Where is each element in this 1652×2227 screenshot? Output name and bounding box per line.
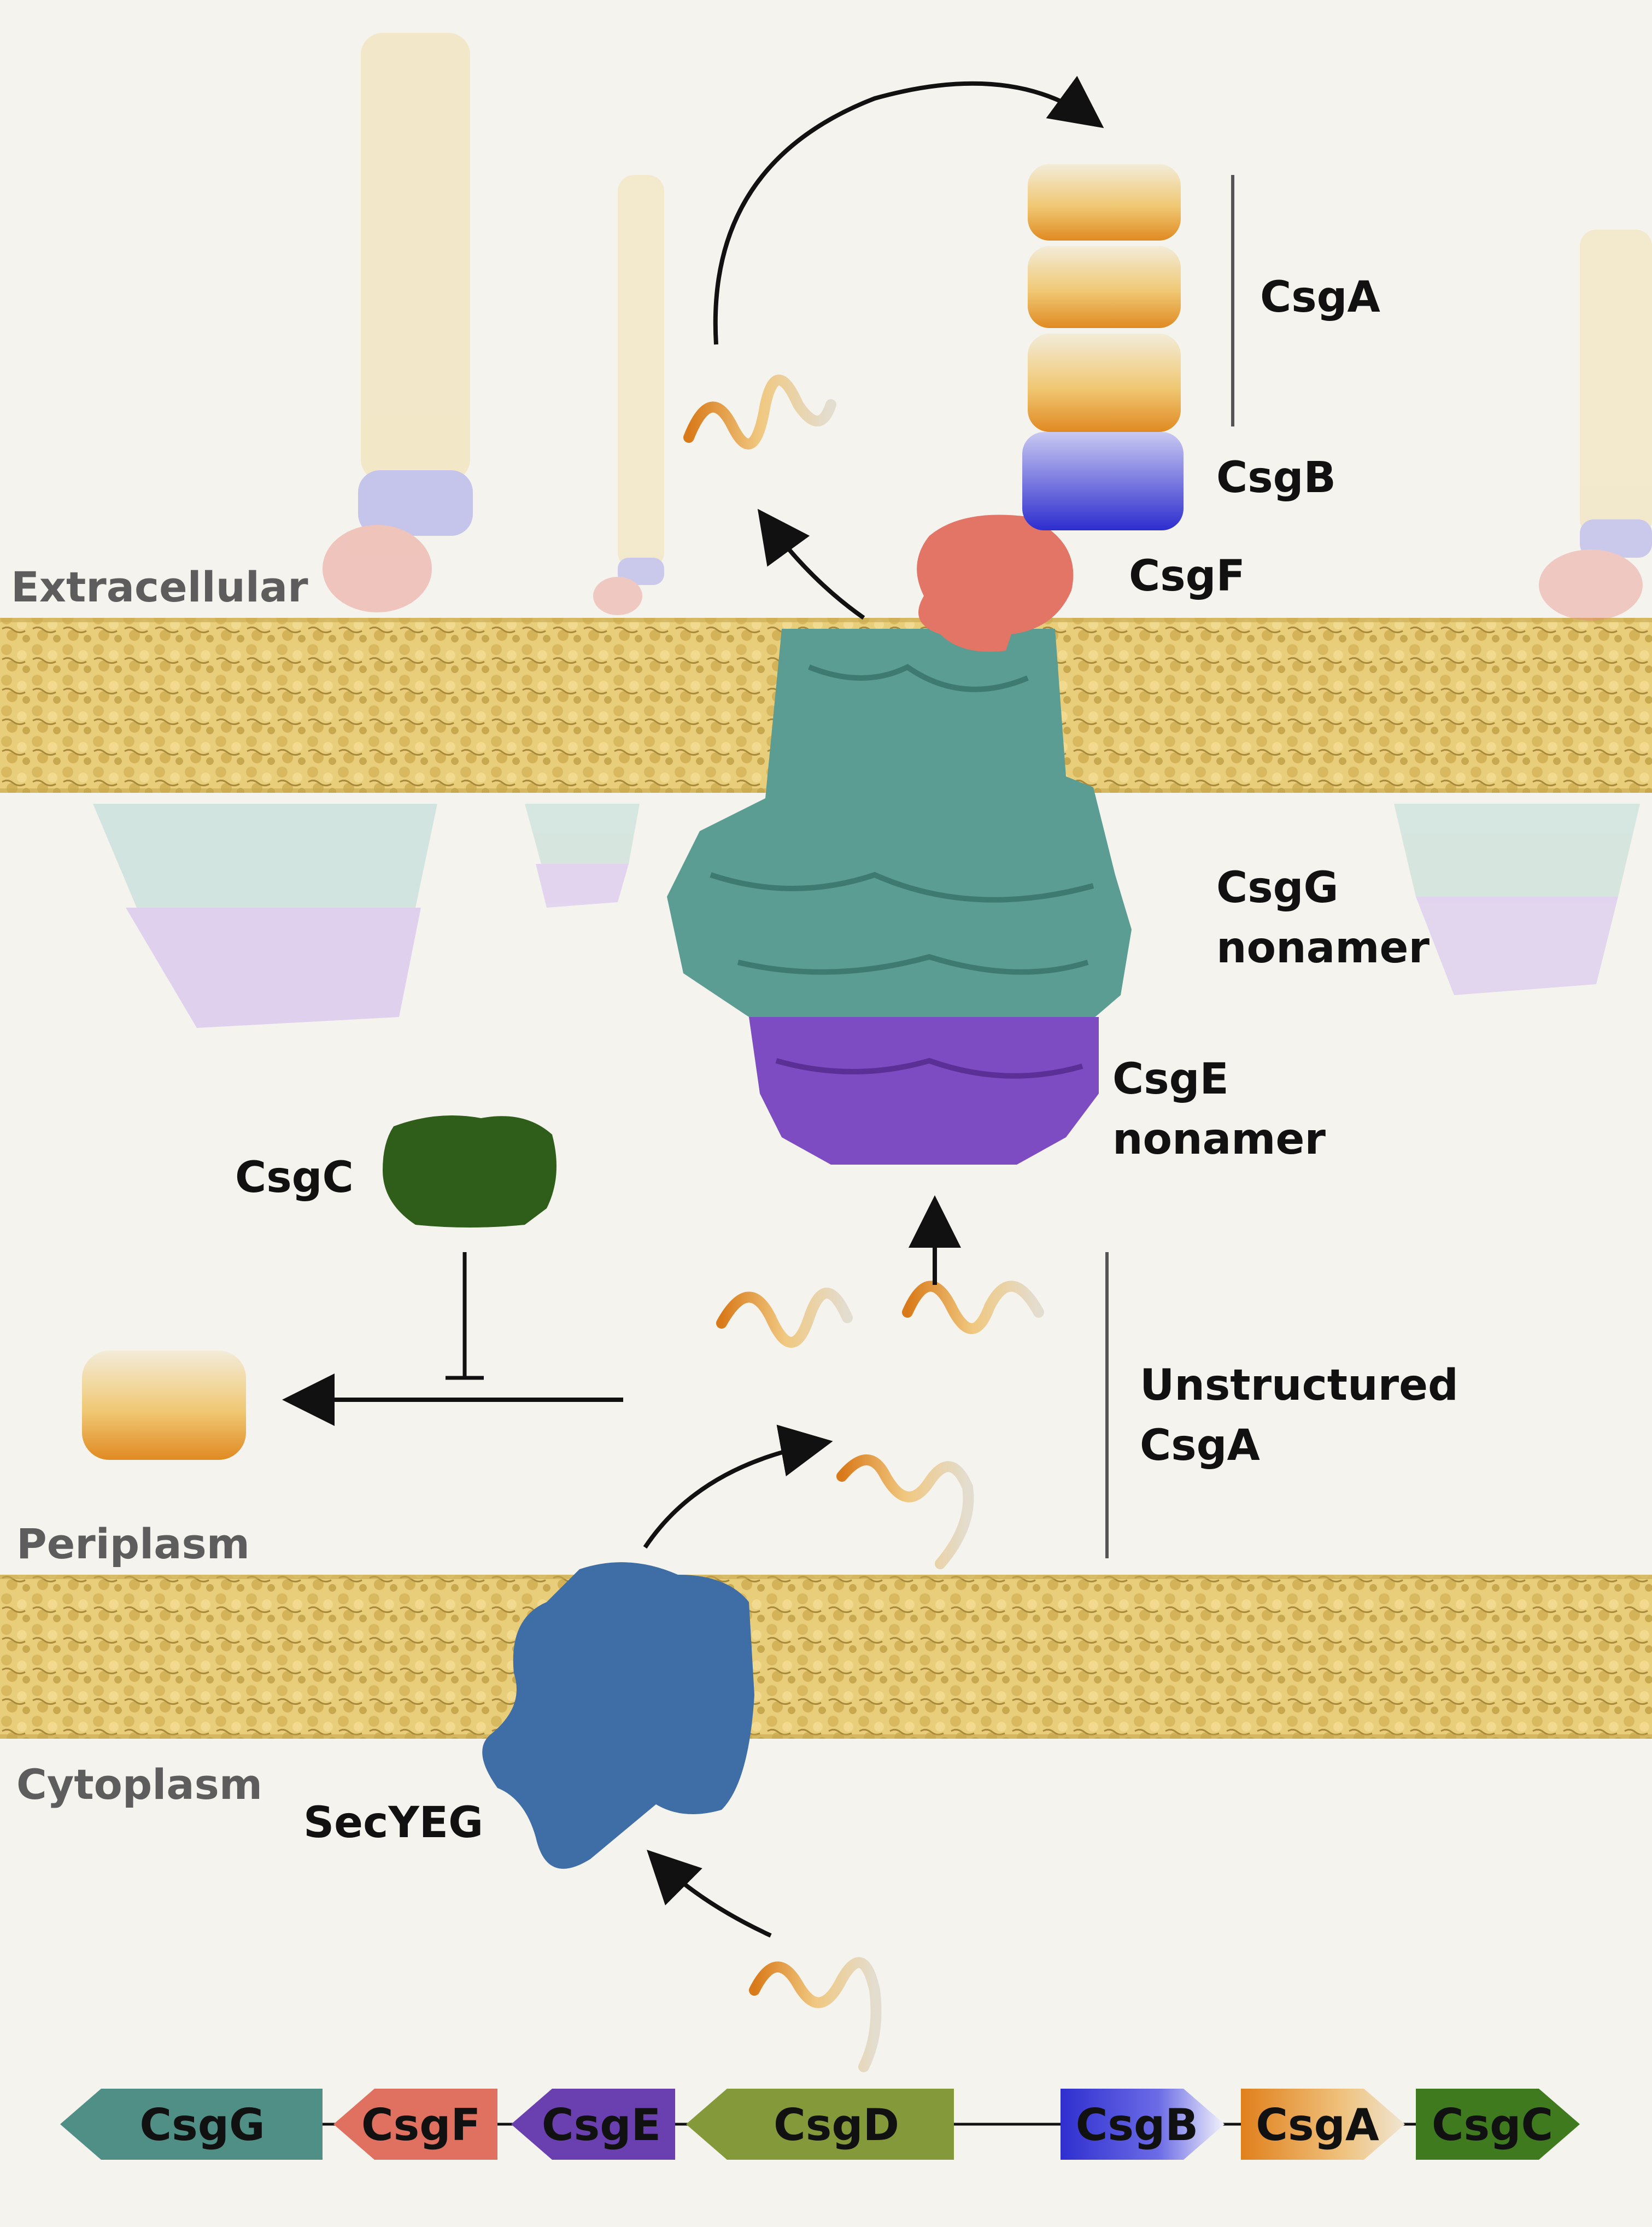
csgb-fiber-base xyxy=(1022,432,1184,530)
gene-csgc-label: CsgC xyxy=(1432,2100,1553,2150)
csgg-label-line1: CsgG xyxy=(1216,863,1339,913)
background-fiber-right xyxy=(1394,230,1652,995)
gene-csgb: CsgB xyxy=(1061,2089,1225,2160)
gene-csgg-label: CsgG xyxy=(139,2100,265,2150)
csga-fiber xyxy=(1028,164,1181,432)
unstructured-label-line1: Unstructured xyxy=(1140,1361,1458,1410)
inner-membrane xyxy=(0,1575,1652,1739)
csga-strands xyxy=(683,375,1044,2072)
csgg-label-line2: nonamer xyxy=(1216,923,1430,973)
csgg-nonamer xyxy=(667,629,1132,1028)
secyeg-label: SecYEG xyxy=(303,1798,483,1848)
csgf-protein xyxy=(917,515,1074,652)
gene-csgg: CsgG xyxy=(60,2089,323,2160)
extracellular-label: Extracellular xyxy=(11,563,308,611)
csgf-label: CsgF xyxy=(1129,552,1245,601)
background-fiber-left xyxy=(93,33,473,1028)
gene-csgd-label: CsgD xyxy=(774,2100,899,2150)
unstructured-label-line2: CsgA xyxy=(1140,1421,1260,1470)
csgc-protein xyxy=(383,1115,556,1228)
gene-csgb-label: CsgB xyxy=(1076,2100,1199,2150)
csge-label-line1: CsgE xyxy=(1112,1055,1229,1104)
cytoplasm-label: Cytoplasm xyxy=(16,1760,262,1809)
csge-label-line2: nonamer xyxy=(1112,1115,1326,1164)
background-fiber-middle xyxy=(525,175,664,908)
secyeg-translocon xyxy=(482,1562,754,1869)
csga-label: CsgA xyxy=(1260,273,1380,322)
gene-csgf-label: CsgF xyxy=(361,2100,481,2150)
process-arrows xyxy=(282,75,1104,1938)
csga-oligomer-left xyxy=(82,1351,246,1460)
periplasm-label: Periplasm xyxy=(16,1519,250,1568)
gene-csga: CsgA xyxy=(1241,2089,1405,2160)
gene-csge-label: CsgE xyxy=(542,2100,661,2150)
csge-nonamer xyxy=(749,1017,1099,1165)
gene-csgc: CsgC xyxy=(1416,2089,1580,2160)
csg-operon: CsgG CsgF CsgE CsgD CsgB CsgA CsgC xyxy=(60,2089,1580,2160)
csgb-label: CsgB xyxy=(1216,453,1336,502)
gene-csge: CsgE xyxy=(511,2089,675,2160)
csgc-label: CsgC xyxy=(235,1153,354,1202)
gene-csga-label: CsgA xyxy=(1256,2100,1379,2150)
gene-csgd: CsgD xyxy=(686,2089,954,2160)
gene-csgf: CsgF xyxy=(333,2089,497,2160)
